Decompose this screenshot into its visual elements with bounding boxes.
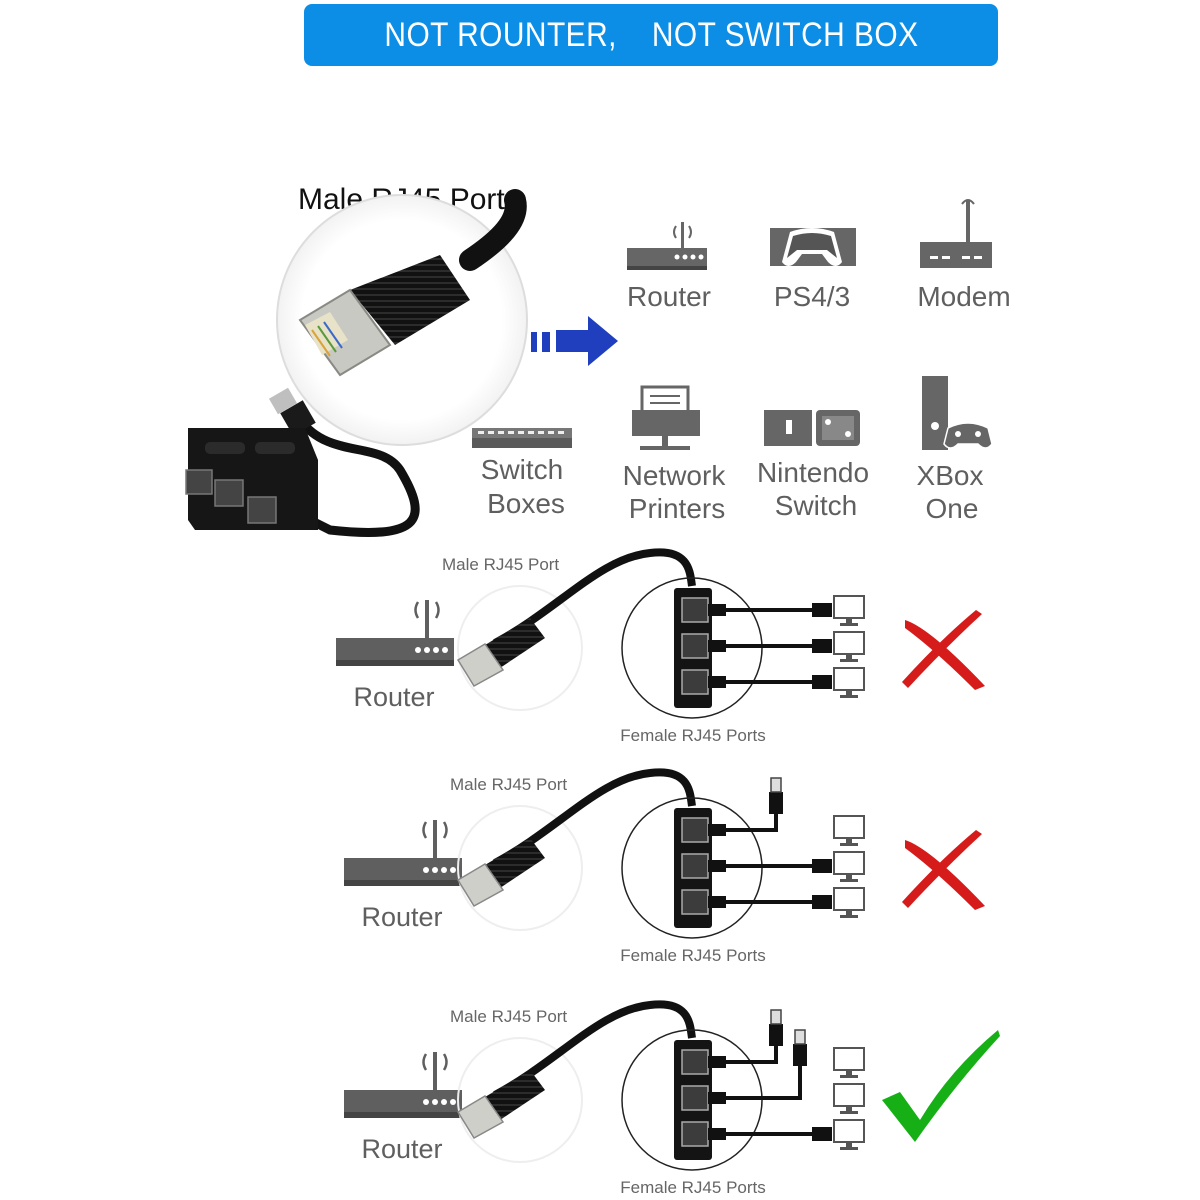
female-port — [681, 1049, 709, 1075]
xbox-icon — [922, 376, 993, 450]
router-icon — [336, 600, 454, 666]
female-port — [681, 1085, 709, 1111]
plug-head — [456, 642, 505, 688]
plug-head — [456, 1094, 505, 1140]
zoomed-plug — [298, 189, 527, 377]
plug-boot — [480, 618, 545, 668]
computer-icon — [833, 815, 865, 839]
female-port — [681, 1121, 709, 1147]
female-port — [681, 889, 709, 915]
nintendo-switch-icon — [764, 410, 860, 446]
computer-icon — [833, 851, 865, 875]
router-icon — [627, 222, 707, 270]
output-computer — [708, 851, 865, 882]
product-photo: Male RJ45 Port — [185, 183, 618, 537]
device-label-printer-line1: Network — [623, 460, 727, 491]
output-computer — [708, 667, 865, 698]
male-port-label: Male RJ45 Port — [450, 1007, 567, 1026]
router-icon — [344, 820, 462, 886]
switch-box-icon — [472, 428, 572, 448]
female-port — [681, 669, 709, 695]
banner-text: NOT ROUNTER, NOT SWITCH BOX — [383, 15, 919, 54]
modem-icon — [920, 199, 992, 268]
computer-icon — [833, 887, 865, 911]
computer-icon — [833, 667, 865, 691]
male-port-label: Male RJ45 Port — [442, 555, 559, 574]
cable — [493, 768, 696, 867]
female-port — [681, 597, 709, 623]
computer-icon — [833, 631, 865, 655]
computer-icon — [833, 1119, 865, 1143]
device-label-switch-line2: Boxes — [487, 488, 565, 519]
device-grid: Router PS4/3 Modem Switch — [472, 199, 1011, 524]
computer-icon — [833, 1047, 865, 1078]
female-port — [681, 633, 709, 659]
cable — [493, 1000, 696, 1099]
zoom-circle — [457, 805, 583, 931]
router-label: Router — [353, 682, 434, 712]
female-port-label: Female RJ45 Ports — [620, 946, 766, 965]
female-port — [681, 817, 709, 843]
gamepad-icon — [770, 228, 856, 266]
wrong-x-icon — [902, 610, 985, 690]
output-computer — [708, 631, 865, 662]
device-label-xbox-line2: One — [926, 493, 979, 524]
wrong-x-icon — [902, 830, 985, 910]
female-port-label: Female RJ45 Ports — [620, 1178, 766, 1197]
output-computer — [708, 1119, 865, 1150]
device-label-printer-line2: Printers — [629, 493, 725, 524]
device-label-xbox-line1: XBox — [917, 460, 984, 491]
printer-icon — [632, 385, 700, 450]
splitter-photo — [185, 387, 420, 537]
female-port-label: Female RJ45 Ports — [620, 726, 766, 745]
output-computer — [708, 595, 865, 626]
title-banner: NOT ROUNTER, NOT SWITCH BOX — [304, 4, 998, 66]
output-computer — [708, 887, 865, 918]
correct-check-icon — [882, 1030, 1000, 1142]
female-port — [681, 853, 709, 879]
output-cable — [708, 777, 865, 846]
router-label: Router — [361, 902, 442, 932]
computer-icon — [833, 595, 865, 619]
device-label-modem: Modem — [917, 281, 1010, 312]
device-label-router: Router — [627, 281, 711, 312]
router-label: Router — [361, 1134, 442, 1164]
plug-boot — [480, 838, 545, 888]
male-port-label: Male RJ45 Port — [450, 775, 567, 794]
plug-boot — [480, 1070, 545, 1120]
computer-icon — [833, 1083, 865, 1114]
device-label-ps4: PS4/3 — [774, 281, 850, 312]
device-label-nintendo-line1: Nintendo — [757, 457, 869, 488]
zoom-circle — [457, 585, 583, 711]
output-cable — [708, 1009, 783, 1068]
router-icon — [344, 1052, 462, 1118]
zoom-circle — [457, 1037, 583, 1163]
device-label-nintendo-line2: Switch — [775, 490, 857, 521]
arrow-right-icon — [531, 316, 618, 366]
device-label-switch-line1: Switch — [481, 454, 563, 485]
output-cable — [708, 1029, 807, 1104]
cable — [493, 548, 696, 647]
plug-head — [456, 862, 505, 908]
